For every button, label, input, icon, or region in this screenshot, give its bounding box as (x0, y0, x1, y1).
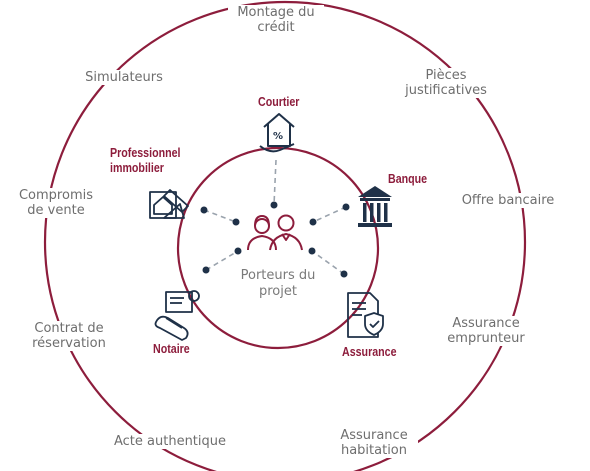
dot-center-4 (308, 247, 316, 255)
connector-courtier (273, 159, 277, 206)
outer-label-assurance-habitation: Assurance habitation (330, 428, 418, 458)
outer-label-montage: Montage du crédit (228, 5, 324, 35)
outer-label-simulateurs: Simulateurs (76, 70, 172, 85)
node-label-assurance: Assurance (342, 344, 397, 359)
real-estate-blueprint-icon (149, 189, 189, 219)
connector-banque (312, 206, 347, 223)
node-label-courtier: Courtier (258, 94, 300, 109)
bank-icon (358, 186, 392, 227)
insurance-document-icon (347, 292, 384, 338)
center-label: Porteurs du projet (240, 268, 316, 299)
connector-assurance (311, 250, 345, 275)
people-icon (247, 214, 303, 251)
dot-professionnel (200, 206, 208, 214)
outer-label-assurance-emprunteur: Assurance emprunteur (440, 316, 532, 346)
dot-courtier (270, 201, 278, 209)
dot-notaire (202, 266, 210, 274)
outer-label-contrat: Contrat de réservation (20, 321, 118, 351)
connector-dots (200, 201, 350, 278)
inner-ring (176, 146, 380, 350)
connector-notaire (205, 250, 239, 271)
dot-banque (342, 203, 350, 211)
connector-professionnel (203, 209, 237, 223)
outer-label-acte: Acte authentique (104, 434, 236, 449)
notary-diploma-icon (154, 290, 200, 341)
svg-text:%: % (273, 131, 283, 142)
outer-label-compromis: Compromis de vente (8, 188, 104, 218)
node-label-notaire: Notaire (153, 341, 190, 356)
outer-label-offre: Offre bancaire (452, 193, 564, 208)
dot-center-3 (234, 247, 242, 255)
dot-center-2 (309, 218, 317, 226)
node-label-professionnel: Professionnel immobilier (110, 145, 181, 175)
dot-assurance (340, 270, 348, 278)
courtier-house-icon: % (259, 113, 295, 153)
connectors (203, 159, 347, 275)
node-label-banque: Banque (388, 171, 428, 186)
dot-center-1 (232, 218, 240, 226)
outer-label-pieces: Pièces justificatives (396, 68, 496, 98)
outer-ring (43, 0, 527, 471)
